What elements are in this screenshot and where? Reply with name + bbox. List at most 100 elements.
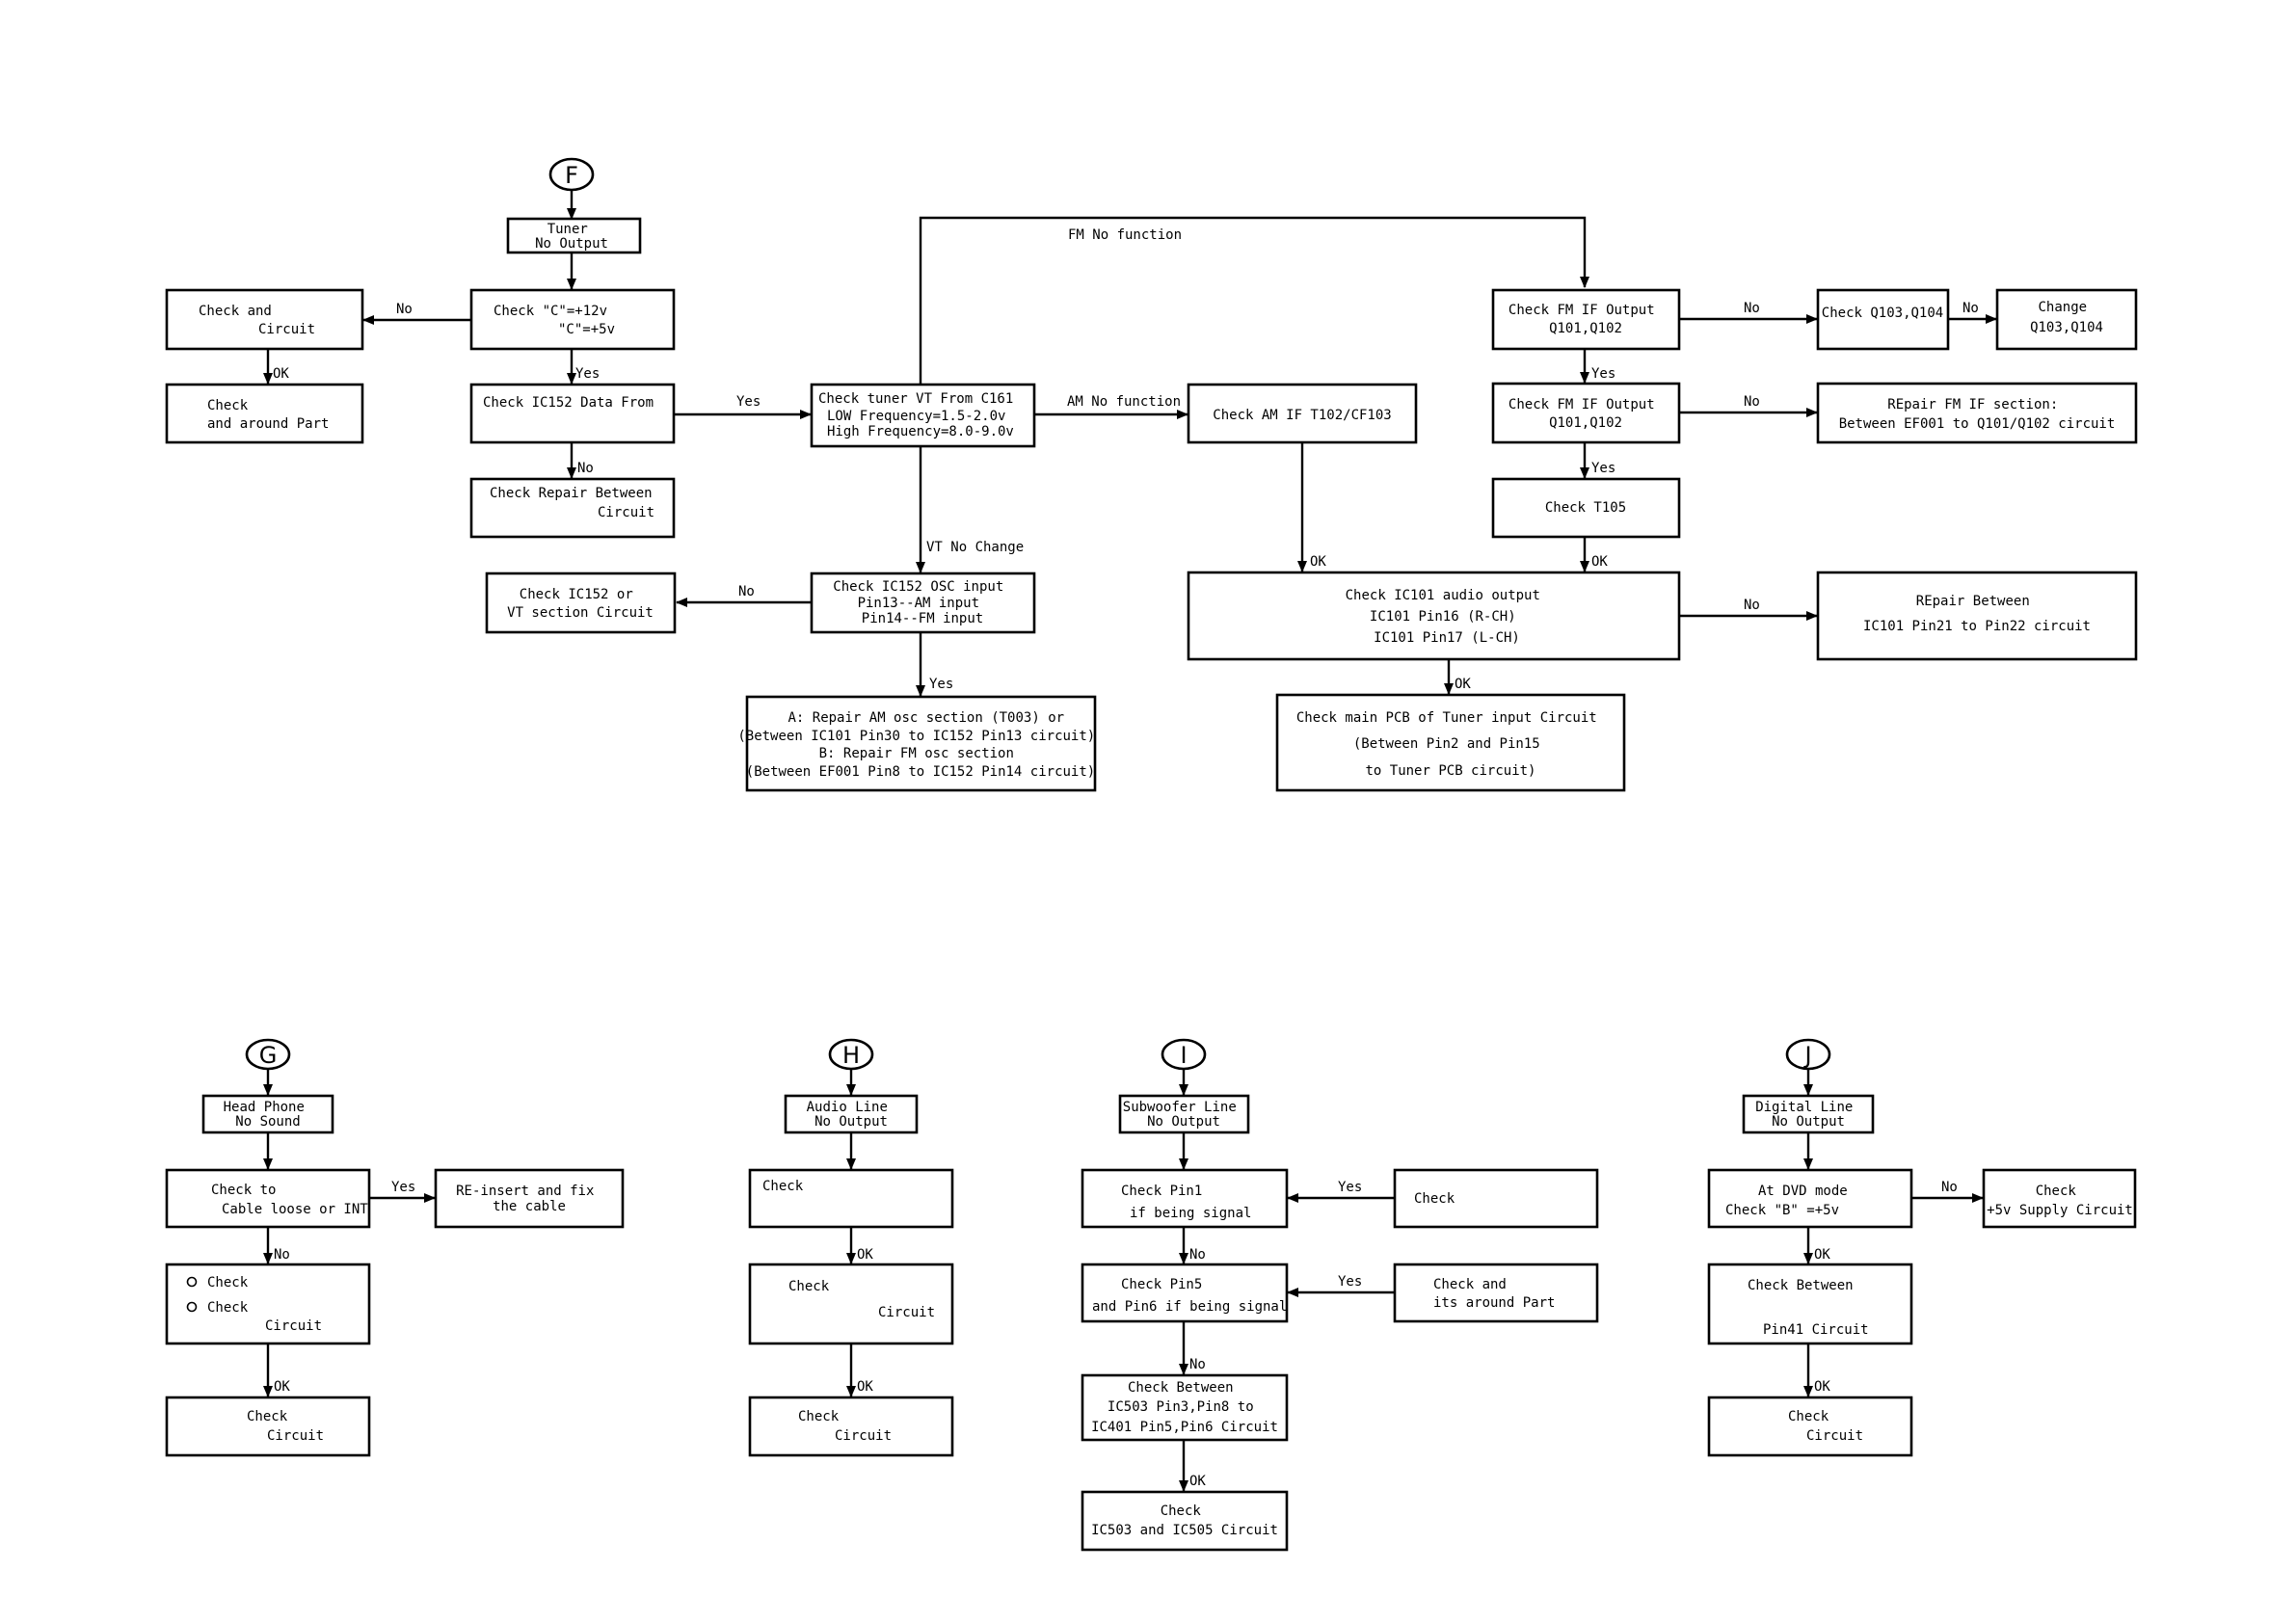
label-ic101-ok: OK (1455, 677, 1471, 692)
label-ic101-no: No (1744, 598, 1760, 613)
text-i-check-between: Check Between IC503 Pin3,Pin8 to IC401 P… (1091, 1380, 1278, 1435)
label-fmif2-yes: Yes (1591, 461, 1615, 476)
label-amif-ok: OK (1310, 554, 1326, 570)
section-h: H Audio Line No Output Check Check Circu… (748, 1038, 954, 1457)
box-i-check-right (1393, 1168, 1599, 1229)
label-ic152-no: No (577, 461, 594, 476)
label-vt-no-change: VT No Change (926, 540, 1024, 555)
label-osc-yes: Yes (929, 677, 953, 692)
box-h-check-circuit-1 (748, 1263, 954, 1345)
box-check-tuner-vt (810, 383, 1036, 448)
label-g-yes: Yes (391, 1180, 415, 1195)
section-j: J Digital Line No Output At DVD mode Che… (1707, 1038, 2137, 1457)
box-i-check-between (1081, 1373, 1289, 1442)
bullet-1-icon (186, 1276, 198, 1288)
text-check-repair-between: Check Repair Between Circuit (490, 486, 660, 520)
text-head-phone: Head Phone No Sound (224, 1100, 313, 1130)
connector-f-label: F (565, 162, 578, 189)
label-i-no-2: No (1189, 1357, 1206, 1372)
box-check-and-circuit (165, 288, 364, 351)
text-j-check-supply: Check +5v Supply Circuit (1987, 1184, 2133, 1218)
text-g-check-circuit: Check Circuit (247, 1409, 324, 1444)
box-j-check-between (1707, 1263, 1913, 1345)
text-check-main-pcb: Check main PCB of Tuner input Circuit (B… (1296, 710, 1605, 779)
label-t105-ok: OK (1591, 554, 1608, 570)
label-i-no-1: No (1189, 1247, 1206, 1263)
text-check-ic152-osc: Check IC152 OSC input Pin13--AM input Pi… (833, 579, 1011, 626)
text-check-ic101-audio: Check IC101 audio output IC101 Pin16 (R-… (1346, 588, 1549, 646)
text-check-fm-if-2: Check FM IF Output Q101,Q102 (1508, 397, 1663, 431)
section-i: I Subwoofer Line No Output Check Pin1 if… (1081, 1038, 1599, 1552)
box-change-q103 (1995, 288, 2138, 351)
bullet-2-icon (186, 1301, 198, 1313)
label-am-no-function: AM No function (1067, 394, 1181, 410)
text-j-check-circuit: Check Circuit (1788, 1409, 1863, 1444)
box-digital-line (1742, 1094, 1875, 1134)
text-audio-line: Audio Line No Output (807, 1100, 896, 1130)
box-h-check (748, 1168, 954, 1229)
text-check-and-circuit: Check and Circuit (199, 304, 315, 337)
text-i-check-right: Check (1414, 1191, 1455, 1207)
text-tuner-no-output: Tuner No Output (535, 222, 608, 252)
box-repair-between-ic101 (1816, 571, 2138, 661)
text-h-check-circuit-2: Check Circuit (798, 1409, 892, 1444)
text-i-check-ic503: Check IC503 and IC505 Circuit (1091, 1503, 1278, 1538)
box-check-ic152-or-vt (485, 572, 677, 634)
box-g-check-circuit (165, 1396, 371, 1457)
label-checkc-no: No (396, 302, 413, 317)
box-g-check-to (165, 1168, 371, 1229)
box-i-check-and-around (1393, 1263, 1599, 1323)
box-check-ic101-audio (1187, 571, 1681, 661)
box-check-fm-if-1 (1491, 288, 1681, 351)
box-j-check-supply (1982, 1168, 2137, 1229)
box-audio-line (784, 1094, 919, 1134)
label-fmif1-yes: Yes (1591, 366, 1615, 382)
label-j-ok-1: OK (1814, 1247, 1830, 1263)
box-check-around-part (165, 383, 364, 444)
label-fmif1-no: No (1744, 301, 1760, 316)
text-check-t105: Check T105 (1545, 500, 1626, 516)
box-i-check-ic503 (1081, 1490, 1289, 1552)
text-check-ic152-or-vt: Check IC152 or VT section Circuit (507, 587, 654, 621)
box-repair-fm-if (1816, 382, 2138, 444)
text-digital-line: Digital Line No Output (1755, 1100, 1861, 1130)
connector-h-label: H (842, 1042, 860, 1069)
text-g-reinsert: RE-insert and fix the cable (456, 1184, 602, 1214)
label-g-no: No (274, 1247, 290, 1263)
text-i-check-and-around: Check and its around Part (1433, 1277, 1555, 1311)
text-i-check-pin1: Check Pin1 if being signal (1121, 1184, 1251, 1221)
box-check-q103 (1816, 288, 1950, 351)
section-f: F Tuner No Output Check "C"=+12v (165, 157, 2138, 792)
box-check-fm-if-2 (1491, 382, 1681, 444)
text-check-tuner-vt: Check tuner VT From C161 LOW Frequency=1… (818, 391, 1022, 439)
edge-fm-nofunction (919, 216, 1589, 384)
text-repair-between-ic101: REpair Between IC101 Pin21 to Pin22 circ… (1863, 594, 2091, 634)
label-i-ok: OK (1189, 1474, 1206, 1489)
label-checkc-yes: Yes (575, 366, 600, 382)
connector-i-label: I (1180, 1042, 1187, 1069)
box-h-check-circuit-2 (748, 1396, 954, 1457)
label-fm-no-function: FM No function (1068, 227, 1182, 243)
text-check-fm-if-1: Check FM IF Output Q101,Q102 (1508, 303, 1663, 336)
text-check-c-voltage: Check "C"=+12v "C"=+5v (494, 304, 615, 337)
box-i-check-pin5 (1081, 1263, 1289, 1323)
label-i-yes-1: Yes (1338, 1180, 1362, 1195)
text-h-check: Check (762, 1179, 804, 1194)
box-j-check-circuit (1707, 1396, 1913, 1457)
connector-j-label: J (1802, 1042, 1811, 1069)
box-g-reinsert (434, 1168, 625, 1229)
text-repair-osc-section: A: Repair AM osc section (T003) or (Betw… (737, 710, 1103, 780)
box-check-c-voltage (469, 288, 676, 351)
box-check-ic152-osc (810, 572, 1036, 634)
text-repair-fm-if: REpair FM IF section: Between EF001 to Q… (1839, 397, 2116, 432)
box-check-repair-between (469, 477, 676, 539)
text-subwoofer-line: Subwoofer Line No Output (1123, 1100, 1244, 1130)
box-check-am-if (1187, 383, 1418, 444)
box-check-t105 (1491, 477, 1681, 539)
text-check-q103: Check Q103,Q104 (1822, 306, 1943, 321)
label-osc-no: No (738, 584, 755, 599)
label-and-circuit-ok: OK (273, 366, 289, 382)
text-check-ic152-data: Check IC152 Data From (483, 395, 654, 411)
label-q103-no: No (1962, 301, 1979, 316)
text-check-around-part: Check and around Part (207, 398, 329, 432)
